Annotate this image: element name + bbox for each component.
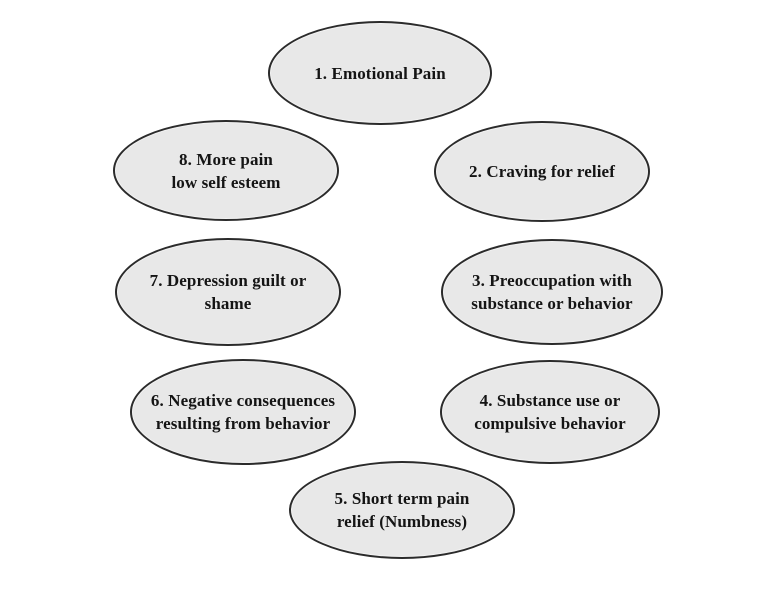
node-more-pain-low-self-esteem: 8. More pain low self esteem — [113, 120, 339, 221]
node-emotional-pain-label: 1. Emotional Pain — [314, 63, 446, 83]
node-depression-guilt-shame: 7. Depression guilt or shame — [115, 238, 341, 346]
node-more-pain-low-self-esteem-label: 8. More pain low self esteem — [171, 149, 281, 192]
node-craving-for-relief-label: 2. Craving for relief — [469, 162, 615, 181]
node-short-term-relief-label: 5. Short term pain relief (Numbness) — [334, 489, 470, 531]
node-short-term-relief: 5. Short term pain relief (Numbness) — [289, 461, 515, 559]
node-emotional-pain: 1. Emotional Pain — [268, 21, 492, 125]
node-negative-consequences-label: 6. Negative consequences resulting from … — [150, 391, 336, 433]
node-preoccupation-label: 3. Preoccupation with substance or behav… — [471, 271, 633, 313]
node-negative-consequences: 6. Negative consequences resulting from … — [130, 359, 356, 465]
node-depression-guilt-shame-label: 7. Depression guilt or shame — [149, 271, 307, 313]
node-preoccupation: 3. Preoccupation with substance or behav… — [441, 239, 663, 345]
node-substance-use-label: 4. Substance use or compulsive behavior — [474, 391, 626, 433]
node-substance-use: 4. Substance use or compulsive behavior — [440, 360, 660, 464]
node-craving-for-relief: 2. Craving for relief — [434, 121, 650, 222]
